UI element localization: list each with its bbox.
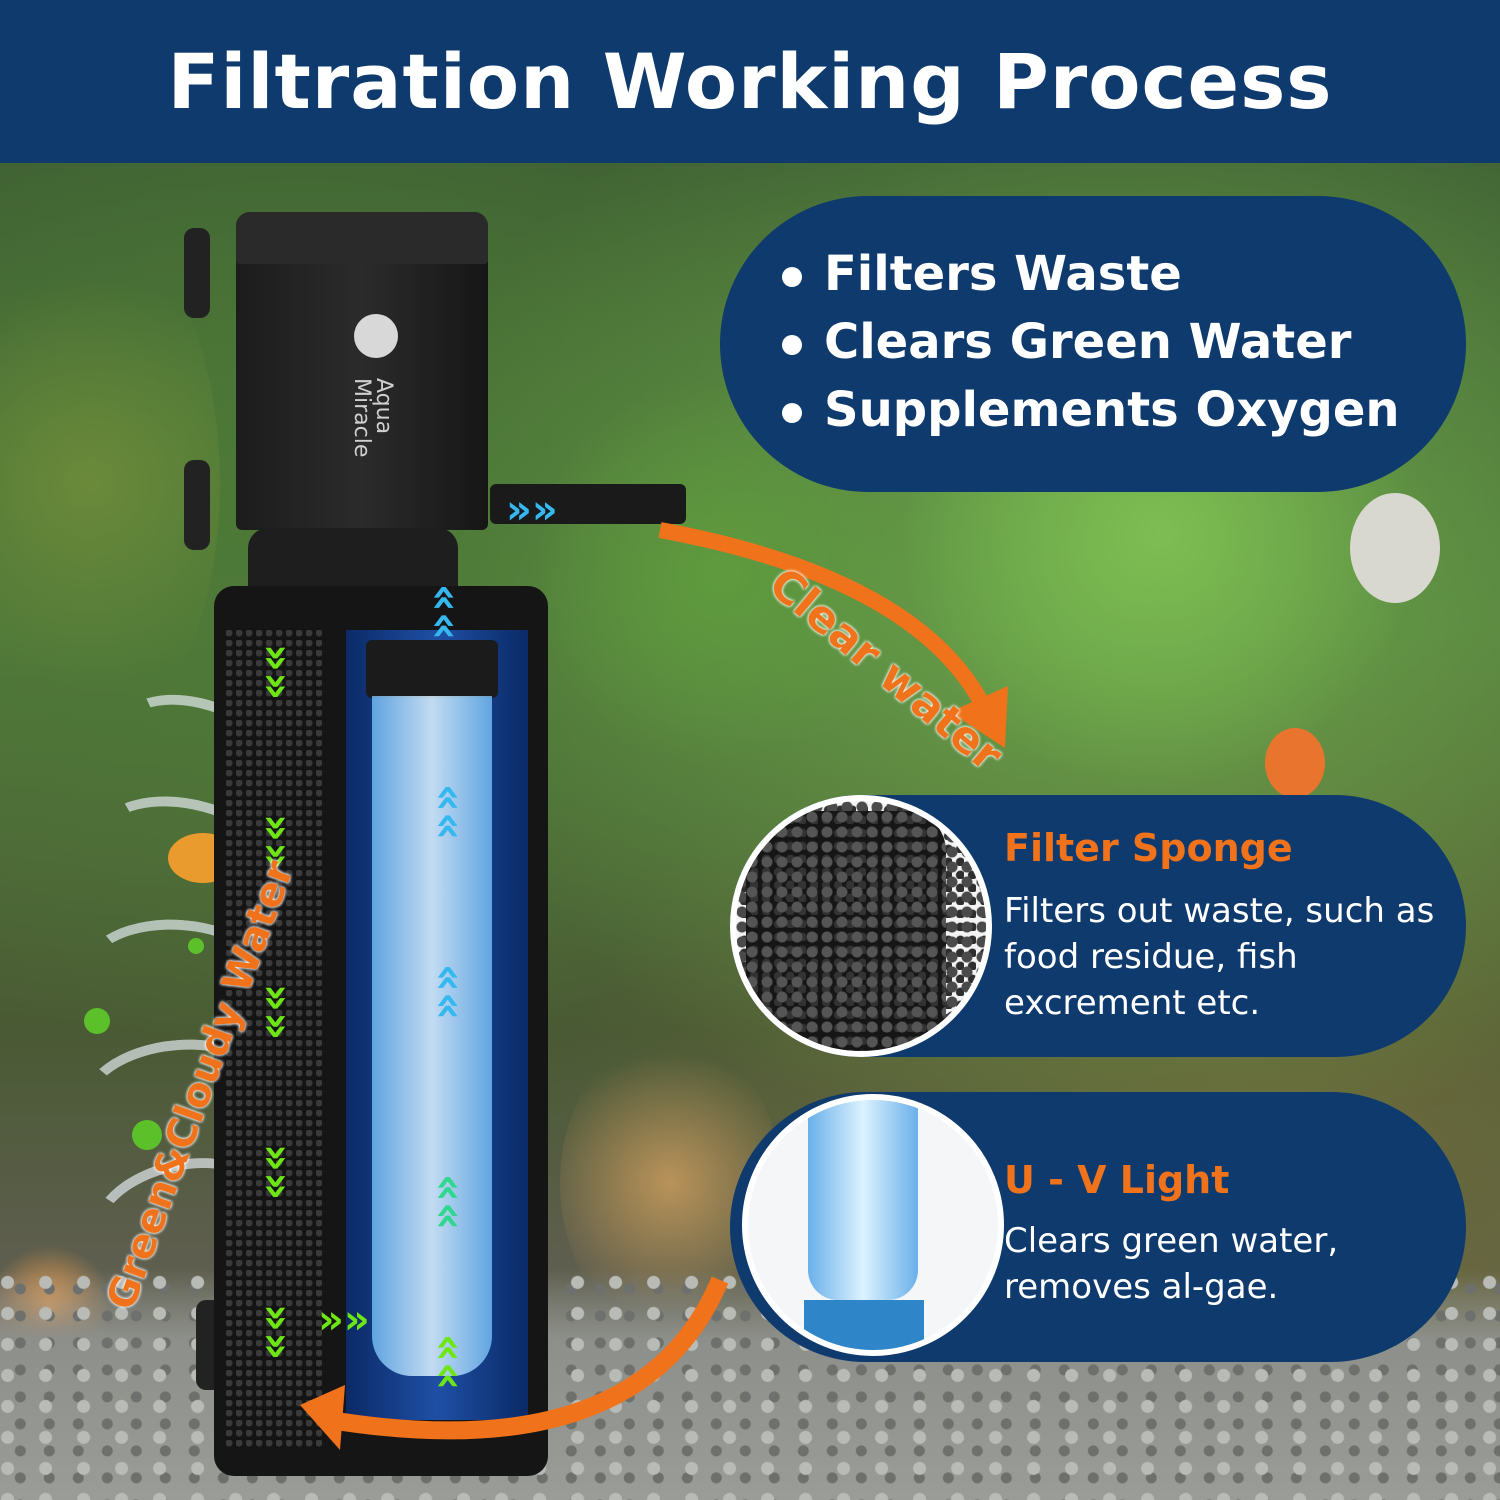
uv-tube-base [804,1300,924,1350]
water-outlet [490,484,686,524]
benefit-item: Clears Green Water [782,308,1400,376]
fish-angelfish [1350,493,1440,603]
feature-description: Clears green water, removes al-gae. [1004,1221,1339,1307]
benefits-list: Filters Waste Clears Green Water Supplem… [782,240,1400,444]
inflow-curve-arrow [328,1276,729,1440]
benefit-item: Filters Waste [782,240,1400,308]
inflow-arrowhead-icon [300,1385,345,1450]
brand-logo-icon [354,314,398,358]
uv-tube-closeup [808,1100,918,1300]
pump-head-top [236,212,488,264]
bullet-icon [782,267,802,287]
benefits-panel [720,196,1466,492]
benefit-text: Supplements Oxygen [824,382,1400,438]
algae-particle-icon [188,938,204,954]
uv-lamp-tube [372,696,492,1376]
outflow-arrowhead-icon [950,686,1008,748]
feature-title: Filter Sponge [1004,826,1293,870]
feature-description: Filters out waste, such as food residue,… [1004,891,1435,1023]
benefit-text: Filters Waste [824,246,1182,302]
algae-particle-icon [84,1008,110,1034]
uv-light-image [742,1094,1004,1356]
algae-particle-icon [132,1120,162,1150]
bullet-icon [782,403,802,423]
fish-orange [1265,728,1325,798]
feature-title: U - V Light [1004,1158,1230,1202]
filter-sponge-column [226,630,322,1450]
benefit-text: Clears Green Water [824,314,1352,370]
benefit-item: Supplements Oxygen [782,376,1400,444]
page-title: Filtration Working Process [167,37,1333,126]
plant-foliage [0,223,220,743]
header-banner: Filtration Working Process [0,0,1500,163]
uv-lamp-cap [366,640,498,698]
suction-cup [184,228,210,318]
outflow-curve-arrow [658,522,998,724]
pump-head [236,212,488,530]
outflow-arrow-icon: »» [506,487,558,533]
suction-cup [184,460,210,550]
bullet-icon [782,335,802,355]
filter-sponge-image [730,795,992,1057]
crossflow-arrow-icon: »» [318,1297,370,1343]
sponge-block [746,811,946,1051]
